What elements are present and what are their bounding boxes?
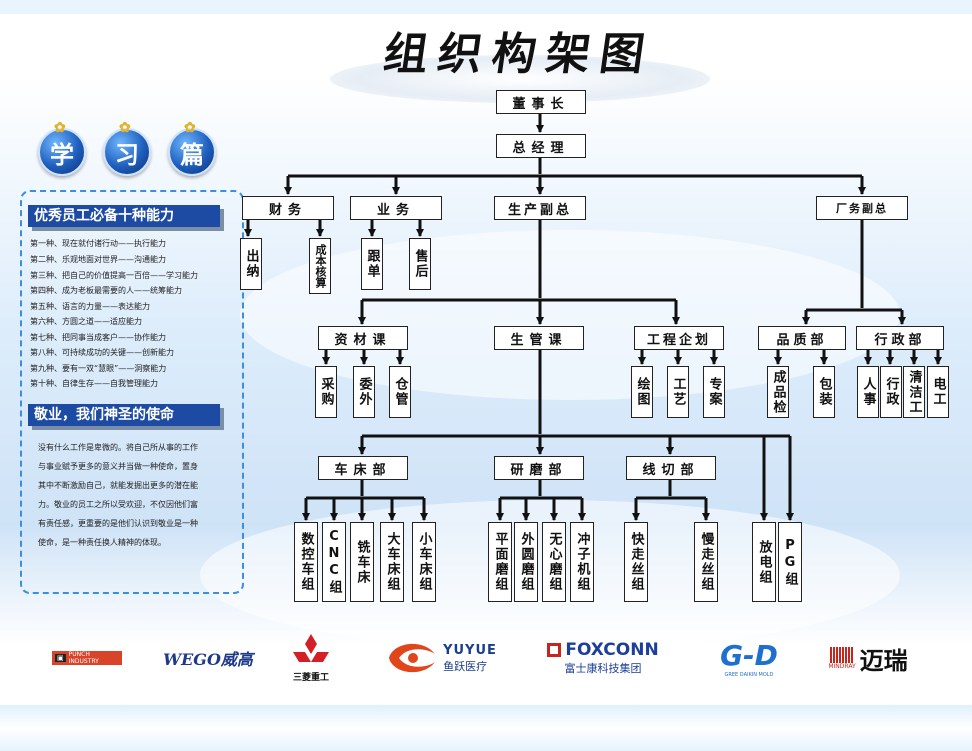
- node-production-mgmt: 生管课: [494, 326, 584, 350]
- node-fast-wire-group: 快走丝组: [624, 522, 648, 602]
- skill-item: 第六种、方圆之道——适应能力: [30, 317, 142, 326]
- mitsubishi-diamonds-icon: [293, 633, 329, 662]
- node-purchasing: 采购: [315, 366, 337, 418]
- mission-paragraph: 没有什么工作是卑微的。将自己所从事的工作 与事业赋予更多的意义并当做一种使命，置…: [38, 438, 234, 552]
- skills-heading: 优秀员工必备十种能力: [28, 205, 220, 227]
- yuyue-logo: YUYUE 鱼跃医疗: [370, 628, 510, 688]
- node-project: 专案: [703, 366, 725, 418]
- node-quality: 品质部: [758, 326, 846, 350]
- node-engineering: 工程企划: [634, 326, 724, 350]
- mission-line: 其中不断激励自己，就能发掘出更多的潜在能: [38, 481, 198, 490]
- node-general-manager: 总经理: [496, 134, 586, 158]
- mindray-logo-sub: MINDRAY: [828, 662, 856, 670]
- skill-item: 第五种、语言的力量——表达能力: [30, 302, 150, 311]
- node-factory-vp: 厂务副总: [816, 196, 908, 220]
- node-cnc-group: CNC组: [322, 522, 346, 602]
- skill-item: 第一种、现在就付诸行动——执行能力: [30, 239, 166, 248]
- yuyue-fish-icon: [389, 643, 436, 673]
- badge-text: 学: [50, 139, 74, 169]
- mission-line: 有责任感，更重要的是他们认识到敬业是一种: [38, 519, 198, 528]
- wego-logo-text: WEGO威高: [163, 650, 253, 669]
- foxconn-logo-text: FOXCONN: [565, 640, 659, 660]
- skill-item: 第三种、把自己的价值提高一百倍——学习能力: [30, 271, 198, 280]
- foxconn-logo-sub: 富士康科技集团: [564, 662, 642, 675]
- mitsubishi-logo: 三菱重工: [286, 628, 336, 688]
- node-edm-group: 放电组: [752, 522, 776, 602]
- mission-line: 没有什么工作是卑微的。将自己所从事的工作: [38, 443, 198, 452]
- badge-text: 篇: [180, 139, 204, 169]
- mission-line: 与事业赋予更多的意义并当做一种使命，置身: [38, 462, 198, 471]
- node-administration: 行政: [880, 366, 902, 418]
- node-cashier: 出纳: [240, 238, 262, 290]
- mindray-logo-text: 迈瑞: [859, 646, 908, 675]
- mitsubishi-logo-text: 三菱重工: [292, 672, 329, 683]
- bow-icon: ✿: [119, 120, 131, 136]
- badge-learn-2: ✿习: [103, 120, 151, 176]
- node-pg-group: PG组: [778, 522, 802, 602]
- punch-logo-mark: ▣: [55, 654, 66, 662]
- node-hr: 人事: [857, 366, 879, 418]
- node-packing: 包装: [813, 366, 835, 418]
- info-panel: [20, 190, 244, 594]
- skill-item: 第二种、乐观地面对世界——沟通能力: [30, 255, 166, 264]
- badge-learn-1: ✿学: [38, 120, 86, 176]
- badge-learn-3: ✿篇: [168, 120, 216, 176]
- skill-item: 第七种、把同事当成客户——协作能力: [30, 333, 166, 342]
- node-admin-dept: 行政部: [856, 326, 944, 350]
- mindray-logo: MINDRAY 迈瑞: [818, 628, 918, 688]
- node-process: 工艺: [667, 366, 689, 418]
- node-cleaner: 清洁工: [903, 366, 925, 418]
- gd-logo-sub: GREE DAIKIN MOLD: [724, 671, 774, 678]
- node-wirecut-dept: 线切部: [626, 456, 716, 480]
- top-band: [0, 0, 972, 14]
- foxconn-logo: FOXCONN 富士康科技集团: [536, 628, 670, 688]
- punch-industry-logo: ▣ PUNCH INDUSTRY: [52, 628, 122, 688]
- node-centerless-grinding-group: 无心磨组: [542, 522, 566, 602]
- node-cylindrical-grinding-group: 外圆磨组: [514, 522, 538, 602]
- node-surface-grinding-group: 平面磨组: [488, 522, 512, 602]
- yuyue-logo-text: YUYUE: [443, 642, 497, 658]
- node-chairman: 董事长: [496, 90, 586, 114]
- node-materials: 资材课: [318, 326, 408, 350]
- skill-item: 第九种、要有一双“慧眼”——洞察能力: [30, 364, 167, 373]
- node-large-lathe-group: 大车床组: [380, 522, 404, 602]
- node-outsourcing: 委外: [353, 366, 375, 418]
- punch-logo-text: PUNCH INDUSTRY: [68, 651, 99, 665]
- node-lathe-dept: 车床部: [318, 456, 408, 480]
- wego-logo: WEGO威高: [158, 628, 258, 688]
- skill-item: 第十种、自律生存——自我管理能力: [30, 379, 158, 388]
- node-small-lathe-group: 小车床组: [412, 522, 436, 602]
- node-slow-wire-group: 慢走丝组: [694, 522, 718, 602]
- node-final-inspection: 成品检: [767, 366, 789, 418]
- node-punch-machine-group: 冲子机组: [570, 522, 594, 602]
- mindray-bars-icon: [830, 646, 854, 663]
- node-production-vp: 生产副总: [494, 196, 586, 220]
- node-cnc-lathe-group: 数控车组: [294, 522, 318, 602]
- badge-text: 习: [115, 139, 139, 169]
- gd-logo: G-D GREE DAIKIN MOLD: [706, 628, 792, 688]
- mission-line: 使命，是一种责任换人精神的体现。: [38, 538, 166, 547]
- bottom-band: [0, 705, 972, 751]
- node-business: 业务: [350, 196, 442, 220]
- mission-heading: 敬业，我们神圣的使命: [28, 404, 220, 426]
- node-warehouse: 仓管: [389, 366, 411, 418]
- node-after-sales: 售后: [409, 238, 431, 290]
- skill-item: 第八种、可持续成功的关键——创新能力: [30, 348, 174, 357]
- node-cost-accounting: 成本核算: [309, 238, 331, 294]
- node-milling-lathe: 铣车床: [350, 522, 374, 602]
- node-order-follow: 跟单: [361, 238, 383, 290]
- node-electrician: 电工: [927, 366, 949, 418]
- gd-logo-text: G-D: [720, 638, 778, 672]
- skill-item: 第四种、成为老板最需要的人——统筹能力: [30, 286, 182, 295]
- bow-icon: ✿: [54, 120, 66, 136]
- node-finance: 财务: [242, 196, 334, 220]
- node-drawing: 绘图: [631, 366, 653, 418]
- mission-line: 力。敬业的员工之所以受欢迎，不仅因他们富: [38, 500, 198, 509]
- foxconn-square-icon: [547, 643, 562, 657]
- yuyue-logo-sub: 鱼跃医疗: [443, 659, 488, 673]
- bow-icon: ✿: [184, 120, 196, 136]
- node-grinding-dept: 研磨部: [494, 456, 584, 480]
